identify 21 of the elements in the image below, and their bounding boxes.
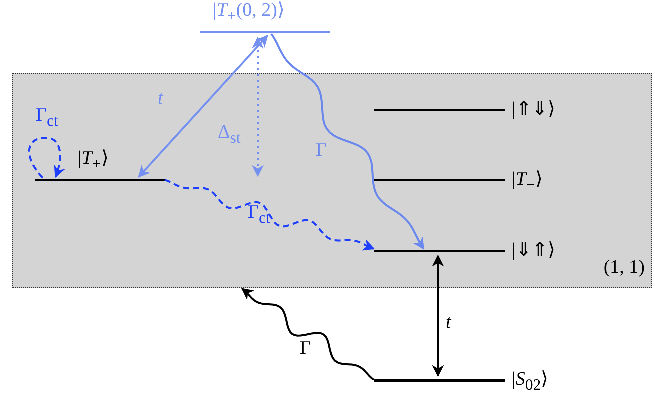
state-label: |T$_{+}$⟩ [78, 148, 108, 175]
region-box [12, 73, 652, 288]
state-label: |⇑⇓⟩ [512, 99, 555, 121]
arrow [241, 288, 375, 381]
state-label: |T$_{−}$⟩ [512, 169, 542, 196]
state-label: |⇓⇑⟩ [512, 240, 555, 262]
region-label: (1, 1) [604, 257, 645, 279]
loop-arrow [28, 137, 66, 179]
edge-label: Γ [300, 338, 311, 360]
energy-gap-label: Δ$_{st}$ [218, 122, 241, 149]
edge-label: Γ$_{ct}$ [36, 105, 58, 132]
arrow [270, 33, 425, 250]
edge-label: Γ$_{ct}$ [248, 202, 270, 229]
state-label: |S$_{02}$⟩ [512, 369, 548, 396]
edge-label: t [158, 88, 164, 110]
state-label: |T$_{+}$(0, 2)⟩ [213, 0, 284, 27]
edge-label: Γ [316, 140, 327, 162]
edge-label: t [446, 312, 452, 334]
arrow [138, 35, 268, 178]
arrow [164, 179, 376, 251]
arrow [432, 254, 444, 378]
